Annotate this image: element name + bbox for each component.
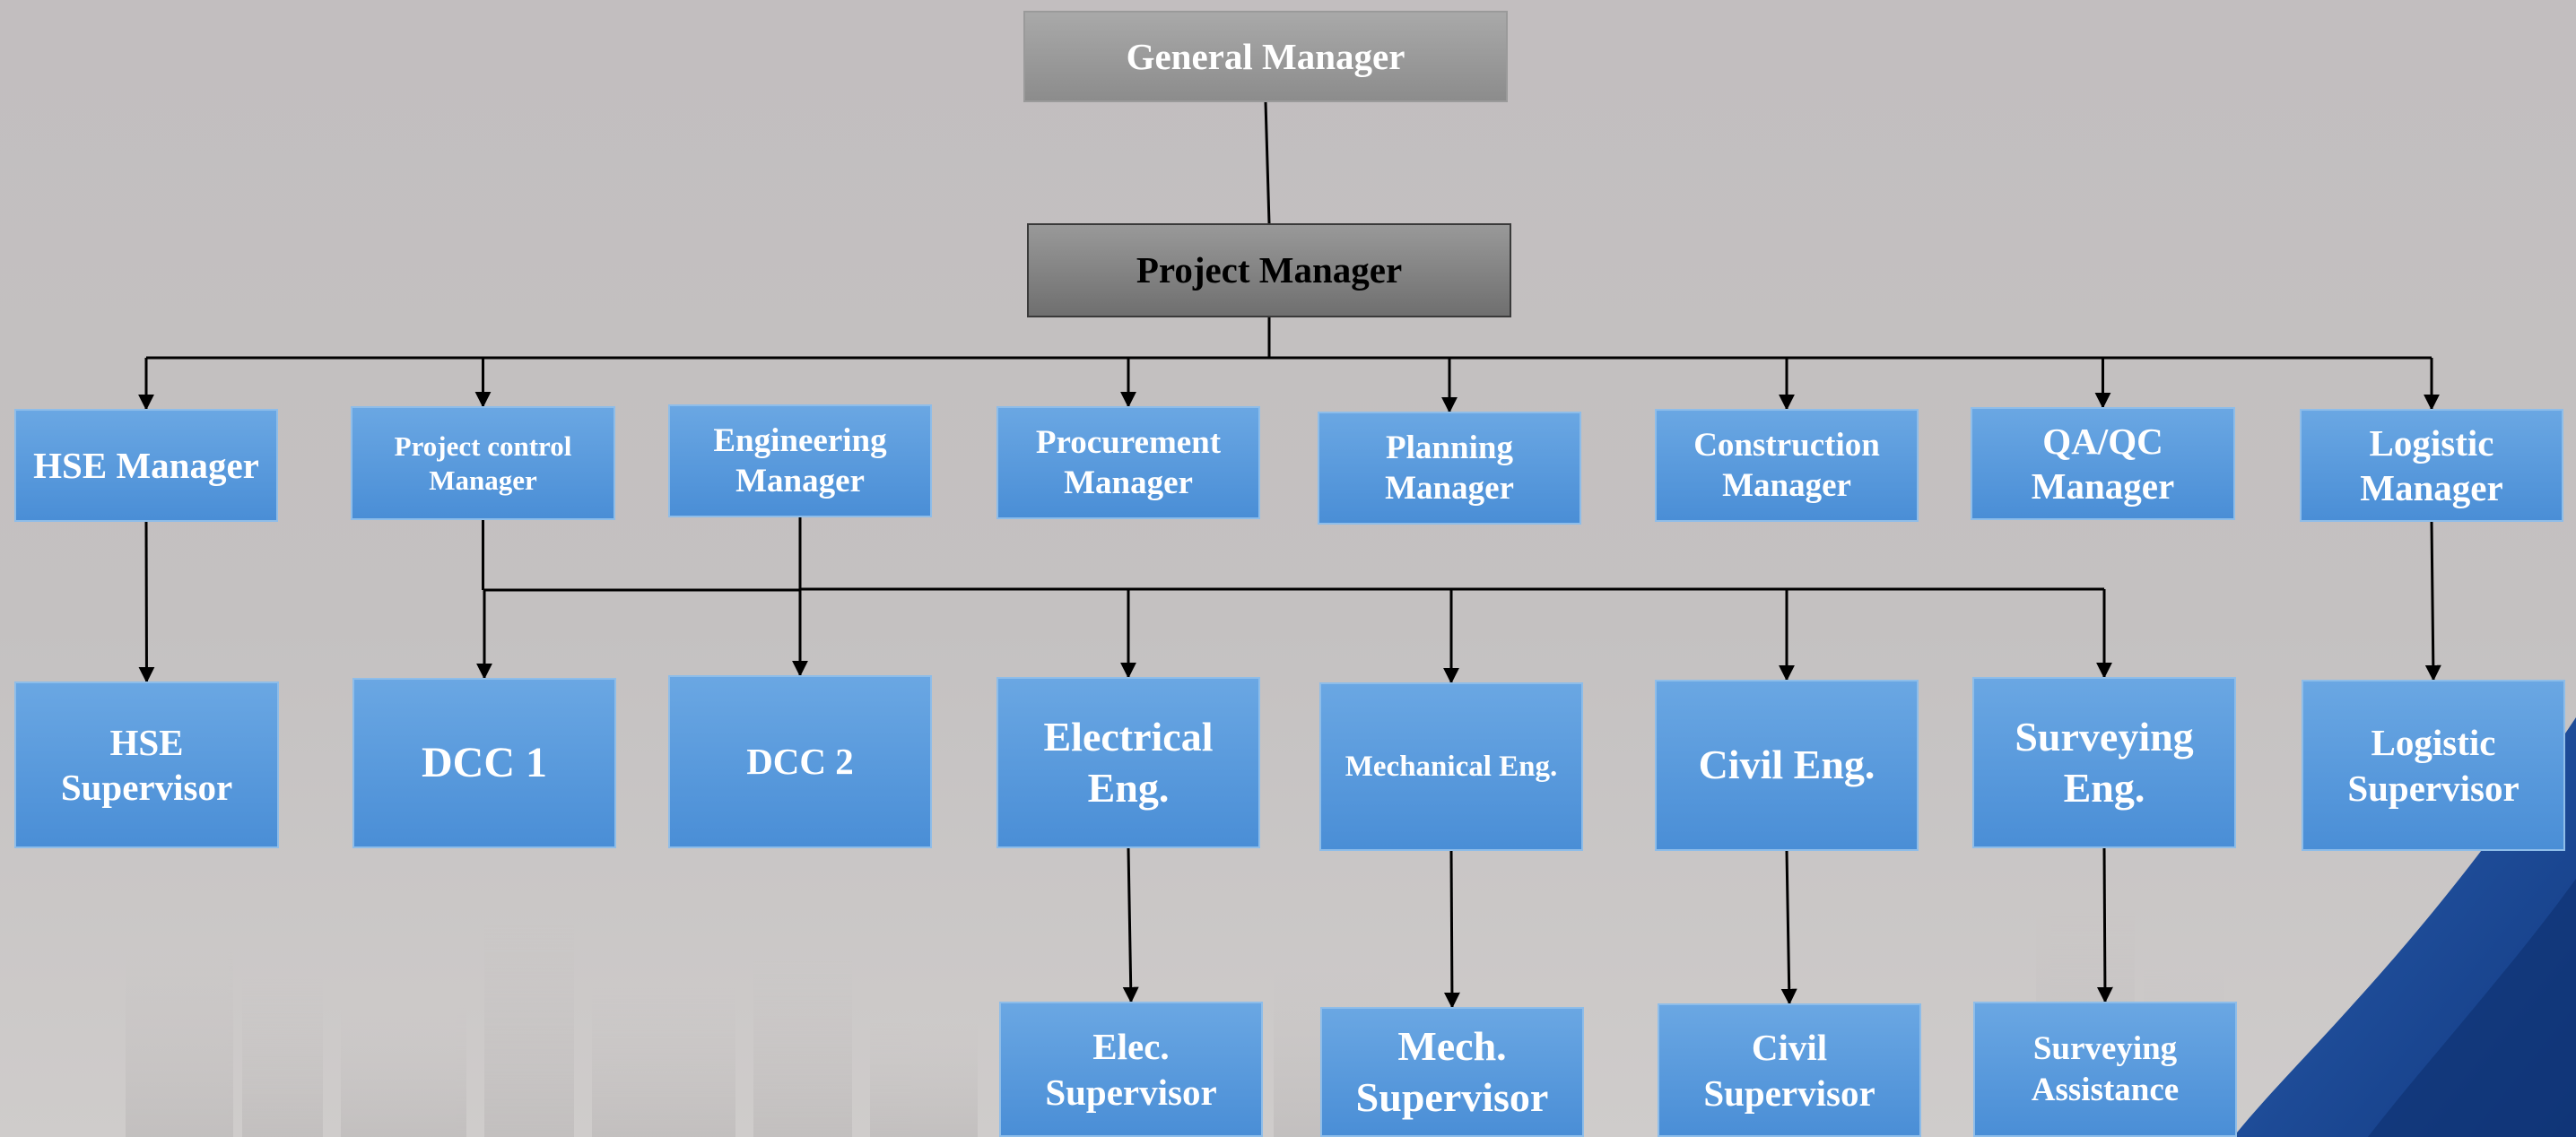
civil-eng-box: Civil Eng. bbox=[1655, 680, 1919, 851]
connector-mechanical_eng-to-mech_supervisor bbox=[1443, 850, 1460, 1009]
mech-supervisor-box: Mech. Supervisor bbox=[1320, 1007, 1584, 1137]
civil-supervisor-box: Civil Supervisor bbox=[1658, 1003, 1921, 1137]
procurement-manager-box: Procurement Manager bbox=[996, 406, 1260, 519]
surveying-eng-label: Surveying Eng. bbox=[2015, 714, 2194, 811]
construction-manager-box: Construction Manager bbox=[1655, 409, 1919, 522]
connector-general_manager-to-project_manager bbox=[1264, 101, 1271, 224]
mech-supervisor-label: Mech. Supervisor bbox=[1355, 1023, 1549, 1120]
dcc-1-label: DCC 1 bbox=[422, 738, 547, 786]
civil-supervisor-label: Civil Supervisor bbox=[1703, 1027, 1875, 1114]
logistic-supervisor-label: Logistic Supervisor bbox=[2347, 722, 2519, 809]
elec-supervisor-box: Elec. Supervisor bbox=[999, 1002, 1263, 1137]
surveying-assistance-label: Surveying Assistance bbox=[2031, 1030, 2180, 1108]
dcc-2-label: DCC 2 bbox=[746, 741, 854, 783]
hse-supervisor-box: HSE Supervisor bbox=[14, 681, 279, 848]
electrical-eng-label: Electrical Eng. bbox=[1043, 714, 1214, 811]
engineering-manager-box: Engineering Manager bbox=[668, 404, 932, 517]
mechanical-eng-label: Mechanical Eng. bbox=[1345, 750, 1558, 783]
planning-manager-label: Planning Manager bbox=[1385, 429, 1514, 507]
dcc-1-box: DCC 1 bbox=[352, 678, 616, 848]
hse-manager-label: HSE Manager bbox=[33, 444, 259, 486]
elec-supervisor-label: Elec. Supervisor bbox=[1045, 1026, 1217, 1113]
project-manager-box: Project Manager bbox=[1027, 223, 1511, 317]
surveying-assistance-box: Surveying Assistance bbox=[1973, 1002, 2237, 1137]
project-control-manager-box: Project control Manager bbox=[351, 406, 615, 520]
project-manager-label: Project Manager bbox=[1136, 249, 1403, 291]
connector-logistic_manager-to-logistic_supervisor bbox=[2424, 521, 2441, 681]
logistic-supervisor-box: Logistic Supervisor bbox=[2302, 680, 2565, 851]
general-manager-label: General Manager bbox=[1126, 35, 1405, 77]
mechanical-eng-box: Mechanical Eng. bbox=[1319, 682, 1583, 851]
planning-manager-box: Planning Manager bbox=[1318, 412, 1581, 525]
logistic-manager-label: Logistic Manager bbox=[2360, 421, 2503, 508]
qa-qc-manager-label: QA/QC Manager bbox=[2031, 420, 2175, 507]
surveying-eng-box: Surveying Eng. bbox=[1972, 677, 2236, 848]
procurement-manager-label: Procurement Manager bbox=[1035, 423, 1222, 501]
civil-eng-label: Civil Eng. bbox=[1698, 742, 1875, 788]
hse-supervisor-label: HSE Supervisor bbox=[60, 721, 233, 808]
connector-electrical_eng-to-elec_supervisor bbox=[1122, 847, 1139, 1003]
connector-surveying_eng-to-surveying_assistance bbox=[2096, 847, 2113, 1003]
connector-civil_eng-to-civil_supervisor bbox=[1780, 850, 1797, 1005]
hse-manager-box: HSE Manager bbox=[14, 409, 278, 522]
logistic-manager-box: Logistic Manager bbox=[2300, 409, 2563, 522]
construction-manager-label: Construction Manager bbox=[1693, 426, 1880, 504]
connector-hse_manager-to-hse_supervisor bbox=[138, 521, 155, 683]
dcc-2-box: DCC 2 bbox=[668, 675, 932, 848]
general-manager-box: General Manager bbox=[1023, 11, 1508, 102]
electrical-eng-box: Electrical Eng. bbox=[996, 677, 1260, 848]
qa-qc-manager-box: QA/QC Manager bbox=[1971, 407, 2235, 520]
engineering-manager-label: Engineering Manager bbox=[713, 421, 887, 499]
project-control-manager-label: Project control Manager bbox=[394, 430, 572, 496]
